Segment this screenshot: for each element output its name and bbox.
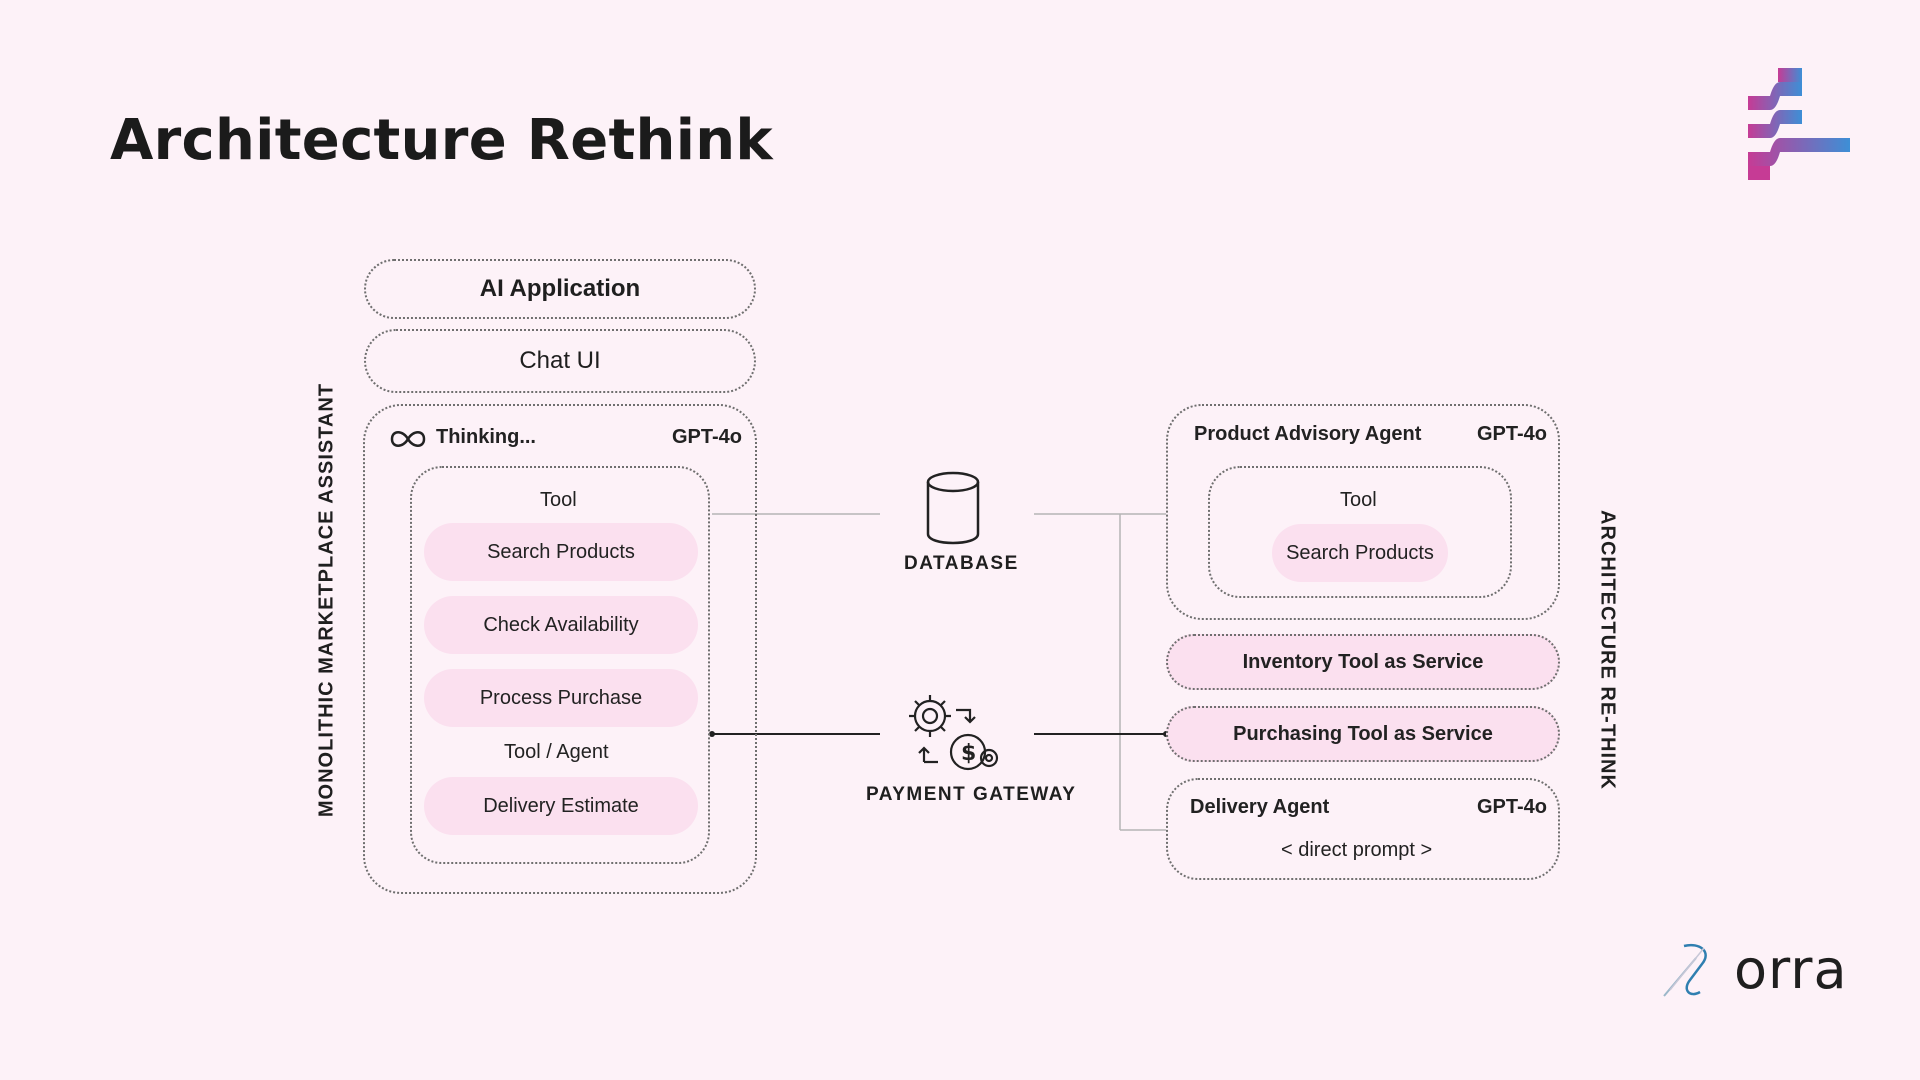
inventory-tool-service: Inventory Tool as Service <box>1166 634 1560 690</box>
page-title: Architecture Rethink <box>110 108 773 173</box>
tool-agent-label: Tool / Agent <box>504 741 609 763</box>
ai-application-box: AI Application <box>364 259 756 319</box>
orra-link-icon <box>1663 943 1707 997</box>
delivery-agent-box <box>1166 778 1560 880</box>
tool-label: Tool <box>540 489 577 511</box>
purchasing-tool-service: Purchasing Tool as Service <box>1166 706 1560 762</box>
delivery-agent-title: Delivery Agent <box>1190 796 1330 818</box>
process-purchase-pill: Process Purchase <box>424 669 698 727</box>
check-availability-pill: Check Availability <box>424 596 698 654</box>
chat-ui-box: Chat UI <box>364 329 756 393</box>
svg-text:$: $ <box>961 741 976 766</box>
payment-gateway-label: PAYMENT GATEWAY <box>866 784 1077 805</box>
tool-container <box>410 466 710 864</box>
product-advisory-model-label: GPT-4o <box>1477 423 1548 445</box>
ai-application-label: AI Application <box>479 275 641 302</box>
monolith-container <box>363 404 757 894</box>
advisory-tool-container <box>1208 466 1512 598</box>
database-label: DATABASE <box>904 553 1019 574</box>
chat-ui-label: Chat UI <box>519 347 601 374</box>
thinking-label: Thinking... <box>436 426 536 448</box>
infinity-loop-icon <box>390 431 426 447</box>
advisory-tool-label: Tool <box>1340 489 1377 511</box>
delivery-agent-model-label: GPT-4o <box>1477 796 1548 818</box>
advisory-search-products-pill: Search Products <box>1272 524 1448 582</box>
direct-prompt-label: < direct prompt > <box>1281 839 1433 861</box>
database-cylinder-icon <box>926 471 980 545</box>
delivery-estimate-pill: Delivery Estimate <box>424 777 698 835</box>
search-products-pill: Search Products <box>424 523 698 581</box>
monolith-model-label: GPT-4o <box>672 426 743 448</box>
product-advisory-agent-box <box>1166 404 1560 620</box>
product-advisory-agent-title: Product Advisory Agent <box>1194 423 1422 445</box>
gears-dollar-icon: $ <box>909 695 999 771</box>
orra-wordmark: orra <box>1734 938 1848 1001</box>
monolith-side-label: MONOLITHIC MARKETPLACE ASSISTANT <box>315 382 338 818</box>
rethink-side-label: ARCHITECTURE RE-THINK <box>1596 510 1619 790</box>
stacked-bars-logo-icon <box>1748 68 1850 180</box>
